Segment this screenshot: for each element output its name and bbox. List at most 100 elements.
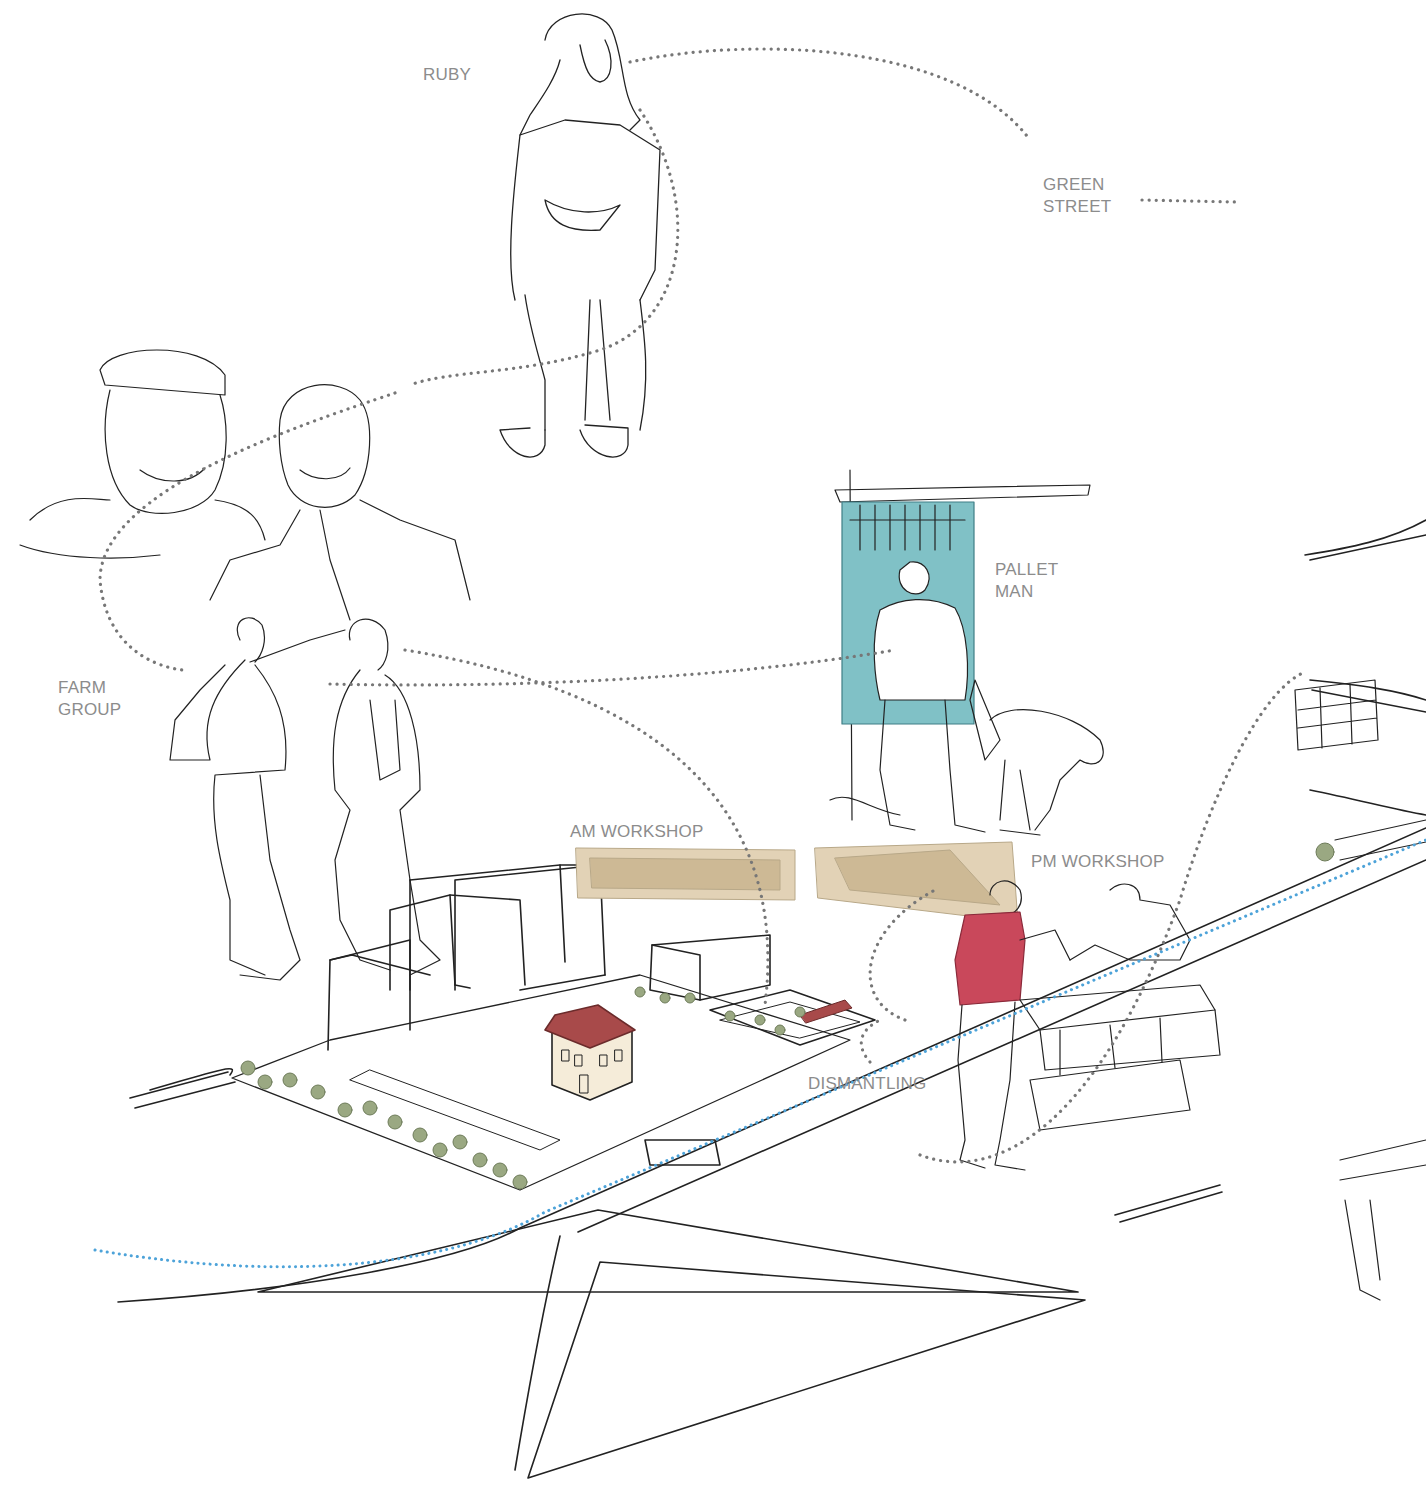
pallet-man-sketch-part bbox=[830, 797, 1040, 835]
road-lines-part bbox=[1310, 680, 1426, 700]
annotation-label: RUBY bbox=[423, 64, 471, 86]
dotted-route-part bbox=[1142, 200, 1236, 202]
dismantling-sketch-part bbox=[990, 881, 1021, 915]
house-part bbox=[615, 1050, 622, 1061]
annotation-label: FARM GROUP bbox=[58, 677, 136, 721]
person-sketch-part bbox=[545, 200, 620, 230]
person-sketch-part bbox=[520, 120, 660, 300]
road-lines-part bbox=[578, 860, 1426, 1232]
road-lines-part bbox=[118, 828, 1426, 1302]
people-sketch-part bbox=[30, 498, 265, 540]
trees-part bbox=[725, 1011, 735, 1021]
site-plan-part bbox=[652, 945, 700, 1000]
house-part bbox=[600, 1055, 607, 1066]
trees-part bbox=[283, 1073, 297, 1087]
people-sketch-part bbox=[105, 390, 226, 513]
road-lines-part bbox=[1120, 1192, 1222, 1222]
house-part bbox=[580, 1075, 588, 1093]
dotted-route-part bbox=[330, 650, 895, 685]
workshop-models-part bbox=[835, 850, 1000, 905]
dotted-route-part bbox=[870, 890, 935, 1020]
people-sketch-part bbox=[140, 468, 205, 481]
house bbox=[545, 1000, 852, 1100]
site-plan-part bbox=[410, 865, 600, 880]
trees-part bbox=[513, 1175, 527, 1189]
dismantling-sketch-part bbox=[1020, 930, 1070, 960]
dotted-route-part bbox=[410, 110, 678, 385]
people-sketch bbox=[20, 350, 470, 620]
people-sketch-part bbox=[250, 630, 345, 662]
trees-part bbox=[453, 1135, 467, 1149]
people-sketch-part bbox=[100, 350, 225, 395]
trees-part bbox=[473, 1153, 487, 1167]
person-sketch-part bbox=[640, 300, 646, 430]
dotted-route bbox=[100, 49, 1305, 1162]
road-lines-part bbox=[1115, 1185, 1220, 1215]
trees-part bbox=[311, 1085, 325, 1099]
site-plan-part bbox=[520, 975, 605, 990]
workshop-models-part bbox=[576, 848, 795, 900]
person-sketch-part bbox=[580, 40, 611, 82]
pallet-man-sketch-part bbox=[850, 505, 965, 550]
trees-part bbox=[388, 1115, 402, 1129]
people-sketch-part bbox=[320, 510, 350, 620]
road-lines-part bbox=[528, 1262, 1085, 1478]
pallet-man-sketch-part bbox=[835, 485, 1090, 502]
dotted-route-part bbox=[920, 672, 1305, 1162]
annotation-label: PM WORKSHOP bbox=[1031, 851, 1165, 873]
people-sketch-part bbox=[210, 500, 470, 600]
dotted-route-part bbox=[861, 1020, 880, 1062]
annotation-label: AM WORKSHOP bbox=[570, 821, 704, 843]
site-plan-part bbox=[450, 895, 525, 985]
trees-part bbox=[660, 993, 670, 1003]
annotation-label: GREEN STREET bbox=[1043, 174, 1121, 218]
pallet-man-sketch-part bbox=[970, 680, 1000, 760]
trees-part bbox=[493, 1163, 507, 1177]
trees-part bbox=[1316, 843, 1334, 861]
people-sketch-part bbox=[279, 385, 369, 508]
pallet-man-sketch-part bbox=[842, 502, 974, 724]
road-lines-part bbox=[150, 1069, 232, 1090]
workshop-models-part bbox=[815, 842, 1018, 922]
people-sketch-part bbox=[214, 665, 286, 975]
people-sketch-part bbox=[385, 675, 440, 975]
dismantling-sketch bbox=[955, 680, 1426, 1300]
site-plan-part bbox=[650, 935, 770, 1000]
trees-part bbox=[755, 1015, 765, 1025]
road-lines-part bbox=[1305, 520, 1426, 555]
people-sketch-part bbox=[300, 468, 350, 479]
road-lines-part bbox=[258, 1210, 1078, 1292]
person-sketch-part bbox=[545, 14, 640, 130]
road-lines-part bbox=[135, 1082, 235, 1108]
person-sketch-part bbox=[500, 428, 545, 457]
trees-part bbox=[433, 1143, 447, 1157]
trees-part bbox=[258, 1075, 272, 1089]
dismantling-sketch-part bbox=[1030, 1060, 1190, 1130]
people-sketch-part bbox=[240, 775, 300, 980]
road-lines-part bbox=[1310, 790, 1426, 815]
annotation-label: PALLET MAN bbox=[995, 559, 1073, 603]
workshop-models bbox=[576, 842, 1018, 922]
trees-part bbox=[241, 1061, 255, 1075]
person-sketch-part bbox=[511, 60, 560, 300]
dotted-route-part bbox=[630, 49, 1030, 140]
people-sketch-part bbox=[370, 700, 400, 780]
people-sketch-part bbox=[349, 619, 388, 670]
house-part bbox=[545, 1005, 635, 1048]
site-plan-part bbox=[232, 975, 850, 1190]
road-lines bbox=[118, 520, 1426, 1478]
site-plan bbox=[232, 865, 875, 1190]
person-sketch-part bbox=[580, 425, 628, 457]
house-part bbox=[800, 1000, 852, 1023]
person-sketch-part bbox=[585, 300, 610, 420]
trees-part bbox=[795, 1007, 805, 1017]
people-sketch-part bbox=[170, 660, 245, 760]
trees-part bbox=[685, 993, 695, 1003]
trees-part bbox=[338, 1103, 352, 1117]
road-lines-part bbox=[130, 1072, 228, 1098]
dismantling-sketch-part bbox=[1340, 1140, 1426, 1300]
trees-part bbox=[775, 1025, 785, 1035]
site-plan-part bbox=[560, 865, 565, 962]
people-sketch-part bbox=[333, 670, 390, 970]
